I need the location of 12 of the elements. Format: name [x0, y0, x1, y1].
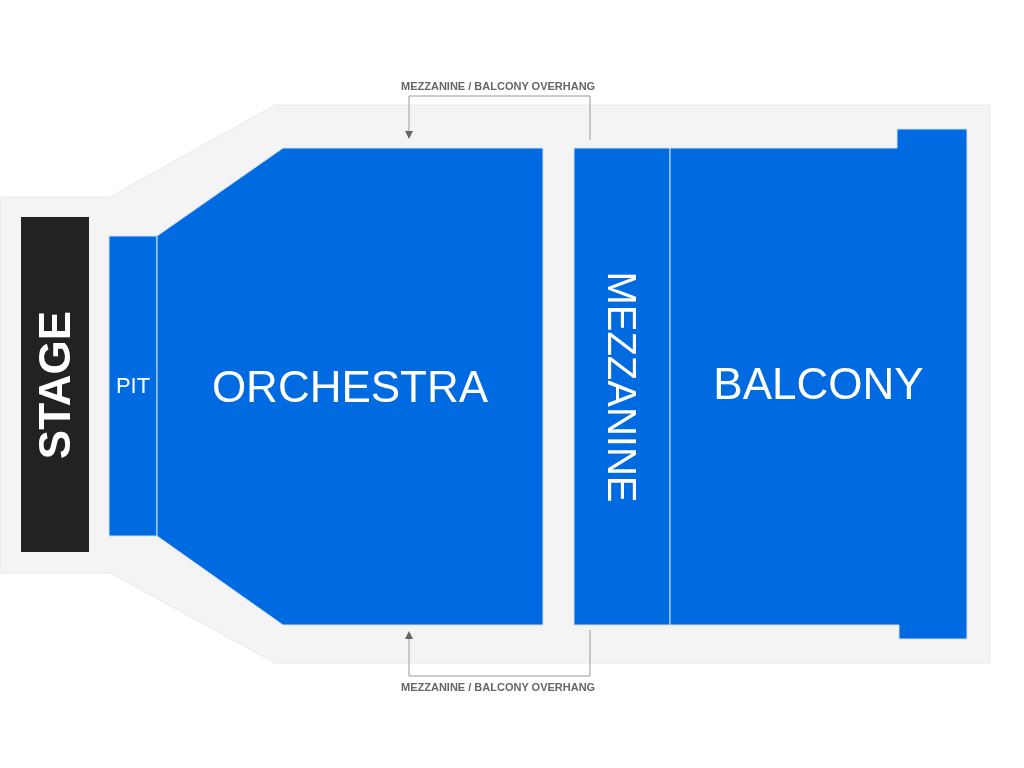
overhang-label: MEZZANINE / BALCONY OVERHANG	[401, 681, 596, 693]
section-label: BALCONY	[713, 362, 924, 406]
section-label: PIT	[115, 375, 151, 397]
seating-section	[670, 129, 967, 639]
seating-section	[109, 236, 157, 536]
overhang-label: MEZZANINE / BALCONY OVERHANG	[401, 80, 596, 92]
section-label: ORCHESTRA	[211, 364, 489, 409]
section-label: MEZZANINE	[602, 270, 642, 503]
stage-block	[21, 217, 89, 552]
seating-section	[157, 148, 543, 625]
seating-section	[574, 148, 670, 625]
section-label: STAGE	[33, 310, 77, 459]
